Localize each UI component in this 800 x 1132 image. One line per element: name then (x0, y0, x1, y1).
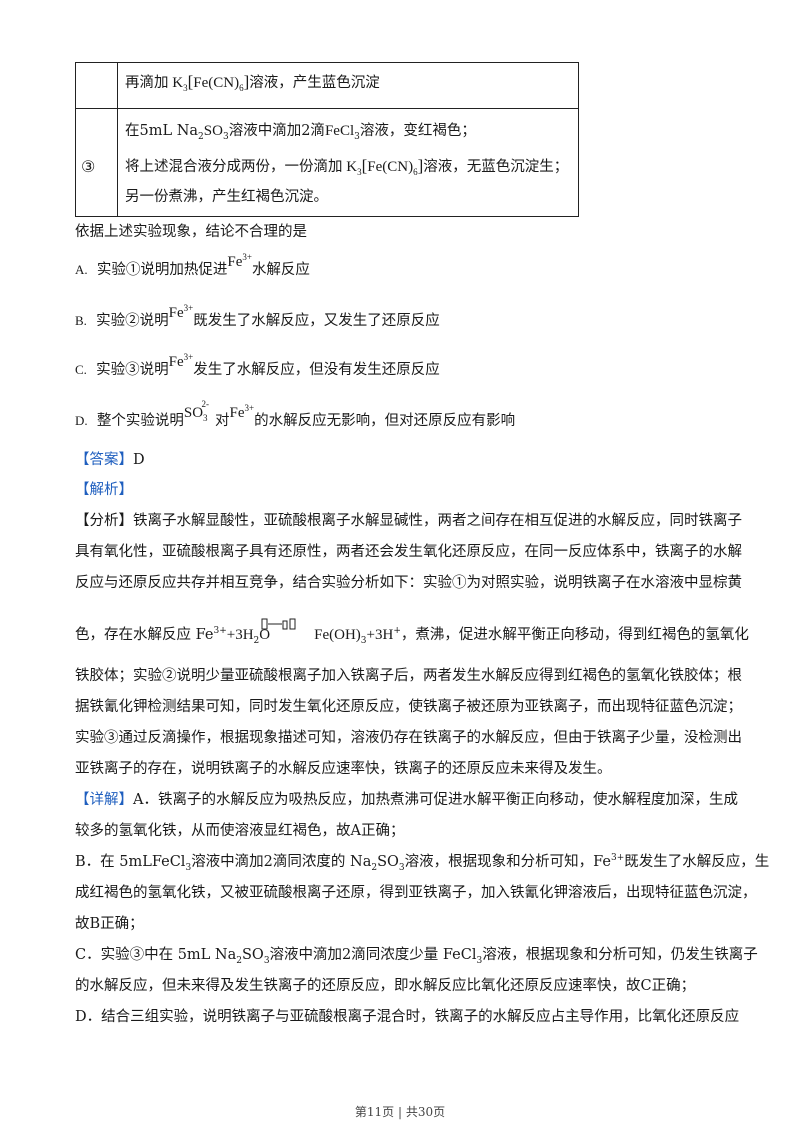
detail-a-line-1: 【详解】A．铁离子的水解反应为吸热反应，加热煮沸可促进水解平衡正向移动，使水解程… (75, 790, 738, 810)
option-a-charge: 3+ (242, 252, 252, 262)
exp3-line1-c: 溶液，变红褐色； (359, 123, 476, 139)
analysis-line-2: 具有氧化性，亚硫酸根离子具有还原性，两者还会发生氧化还原反应，在同一反应体系中，… (75, 544, 742, 560)
analysis-line-5: 铁胶体；实验②说明少量亚硫酸根离子加入铁离子后，两者发生水解反应得到红褐色的氢氧… (75, 668, 742, 684)
eq-mid2: O (259, 627, 271, 643)
question-stem: 依据上述实验现象，结论不合理的是 (75, 224, 307, 240)
option-c-ion: Fe (168, 354, 184, 370)
detail-b1-post2: 既发生了水解反应，生 (624, 854, 770, 870)
option-a-letter: A. (75, 262, 88, 277)
option-a-post: 水解反应 (251, 262, 310, 278)
exp3-line1-b: 溶液中滴加2滴 (228, 123, 325, 139)
row2-text-prefix: 再滴加 (125, 75, 169, 91)
table-vertical-divider (117, 63, 118, 216)
detail-b-line-2: 成红褐色的氢氧化铁，又被亚硫酸根离子还原，得到亚铁离子，加入铁氰化钾溶液后，出现… (75, 885, 757, 901)
eq-mid: +3H (226, 627, 254, 643)
exp3-label: ③ (81, 157, 96, 176)
option-b-ion: Fe (168, 305, 184, 321)
detail-a1: A．铁离子的水解反应为吸热反应，加热煮沸可促进水解平衡正向移动，使水解程度加深，… (133, 792, 738, 808)
option-a: A. 实验①说明加热促进Fe3+水解反应 (75, 253, 310, 280)
answer-label: 【答案】 (75, 452, 133, 468)
eq-post: ，煮沸，促进水解平衡正向移动，得到红褐色的氢氧化 (400, 627, 749, 643)
option-c: C. 实验③说明Fe3+发生了水解反应，但没有发生还原反应 (75, 353, 440, 380)
equilibrium-arrow-icon (261, 618, 296, 630)
exp3-line2-a: 将上述混合液分成两份，一份滴加 (125, 159, 343, 175)
detail-c1-post2: 溶液，根据现象和分析可知，仍发生铁离子 (482, 947, 758, 963)
analysis-line-7: 实验③通过反滴操作，根据现象描述可知，溶液仍存在铁离子的水解反应，但由于铁离子少… (75, 730, 742, 746)
analysis-line-3: 反应与还原反应共存并相互竞争，结合实验分析如下：实验①为对照实验，说明铁离子在水… (75, 575, 742, 591)
table-horizontal-divider (76, 108, 578, 109)
detail-c1-mid: SO (241, 947, 264, 963)
option-a-pre: 实验①说明加热促进 (96, 262, 228, 278)
option-c-charge: 3+ (183, 352, 194, 362)
option-d-mid: 对 (215, 413, 230, 429)
detail-b-line-1: B．在 5mLFeCl3溶液中滴加2滴同浓度的 Na2SO3溶液，根据现象和分析… (75, 853, 770, 873)
option-d-pre: 整个实验说明 (96, 413, 184, 429)
exp3-line-1: 在5mL Na2SO3溶液中滴加2滴FeCl3溶液，变红褐色； (125, 123, 476, 142)
answer-line: 【答案】D (75, 450, 145, 470)
option-b: B. 实验②说明Fe3+既发生了水解反应，又发生了还原反应 (75, 304, 440, 331)
option-c-post: 发生了水解反应，但没有发生还原反应 (193, 362, 440, 378)
eq-pre: 色，存在水解反应 Fe (75, 627, 214, 643)
k3fecn6-formula: K3[Fe(CN)6] (172, 72, 250, 93)
option-d-letter: D. (75, 413, 88, 428)
detail-c1-pre: C．实验③中在 5mL Na (75, 947, 237, 963)
detail-c1-post: 溶液中滴加2滴同浓度少量 FeCl (269, 947, 477, 963)
table-row-2-cell: 再滴加 K3[Fe(CN)6]溶液，产生蓝色沉淀 (125, 72, 380, 93)
detail-d-line-1: D．结合三组实验，说明铁离子与亚硫酸根离子混合时，铁离子的水解反应占主导作用，比… (75, 1009, 740, 1025)
k-symbol: K (172, 75, 184, 91)
analysis-line-6: 据铁氰化钾检测结果可知，同时发生氧化还原反应，使铁离子被还原为亚铁离子，而出现特… (75, 699, 742, 715)
option-d-post: 的水解反应无影响，但对还原反应有影响 (254, 413, 516, 429)
row2-text-suffix: 溶液，产生蓝色沉淀 (249, 75, 380, 91)
analysis-line-1: 【分析】铁离子水解显酸性，亚硫酸根离子水解显碱性，两者之间存在相互促进的水解反应… (75, 513, 742, 529)
eq-post-formula: Fe(OH) (314, 627, 361, 643)
exp3-line2-b: 溶液，无蓝色沉淀生； (423, 159, 569, 175)
detail-b-line-3: 故B正确； (75, 916, 144, 932)
option-b-charge: 3+ (183, 303, 194, 313)
eq-post-formula2: +3H (366, 627, 394, 643)
option-d-ion: Fe (229, 405, 245, 421)
option-c-letter: C. (75, 362, 87, 377)
option-b-post: 既发生了水解反应，又发生了还原反应 (193, 313, 440, 329)
exp3-line-3: 另一份煮沸，产生红褐色沉淀。 (125, 189, 328, 205)
page-footer: 第11页 | 共30页 (354, 1105, 446, 1119)
option-d-charge: 3+ (244, 403, 255, 413)
detail-b1-post: 溶液，根据现象和分析可知，Fe (404, 854, 612, 870)
option-b-letter: B. (75, 313, 87, 328)
option-c-pre: 实验③说明 (96, 362, 169, 378)
option-b-pre: 实验②说明 (96, 313, 169, 329)
analysis-line-8: 亚铁离子的存在，说明铁离子的水解反应速率快，铁离子的还原反应未来得及发生。 (75, 761, 612, 777)
detail-c-line-1: C．实验③中在 5mL Na2SO3溶液中滴加2滴同浓度少量 FeCl3溶液，根… (75, 947, 758, 966)
detail-a-line-2: 较多的氢氧化铁，从而使溶液显红褐色，故A正确； (75, 823, 405, 839)
answer-value: D (133, 452, 145, 468)
option-d: D. 整个实验说明SO32-对Fe3+的水解反应无影响，但对还原反应有影响 (75, 399, 516, 430)
analysis-label: 【解析】 (75, 482, 133, 498)
detail-b1-mid2: SO (377, 854, 399, 870)
detail-b1-pre: B．在 5mLFeCl (75, 854, 186, 870)
detail-label: 【详解】 (75, 792, 133, 808)
detail-c-line-2: 的水解反应，但未来得及发生铁离子的还原反应，即水解反应比氧化还原反应速率快，故C… (75, 978, 696, 994)
detail-b1-mid: 溶液中滴加2滴同浓度的 Na (191, 854, 372, 870)
exp3-line1-a: 在5mL Na (125, 123, 199, 139)
experiment-table (75, 62, 579, 217)
exp3-line-2: 将上述混合液分成两份，一份滴加 K3[Fe(CN)6]溶液，无蓝色沉淀生； (125, 156, 569, 177)
option-a-ion: Fe (227, 254, 243, 270)
